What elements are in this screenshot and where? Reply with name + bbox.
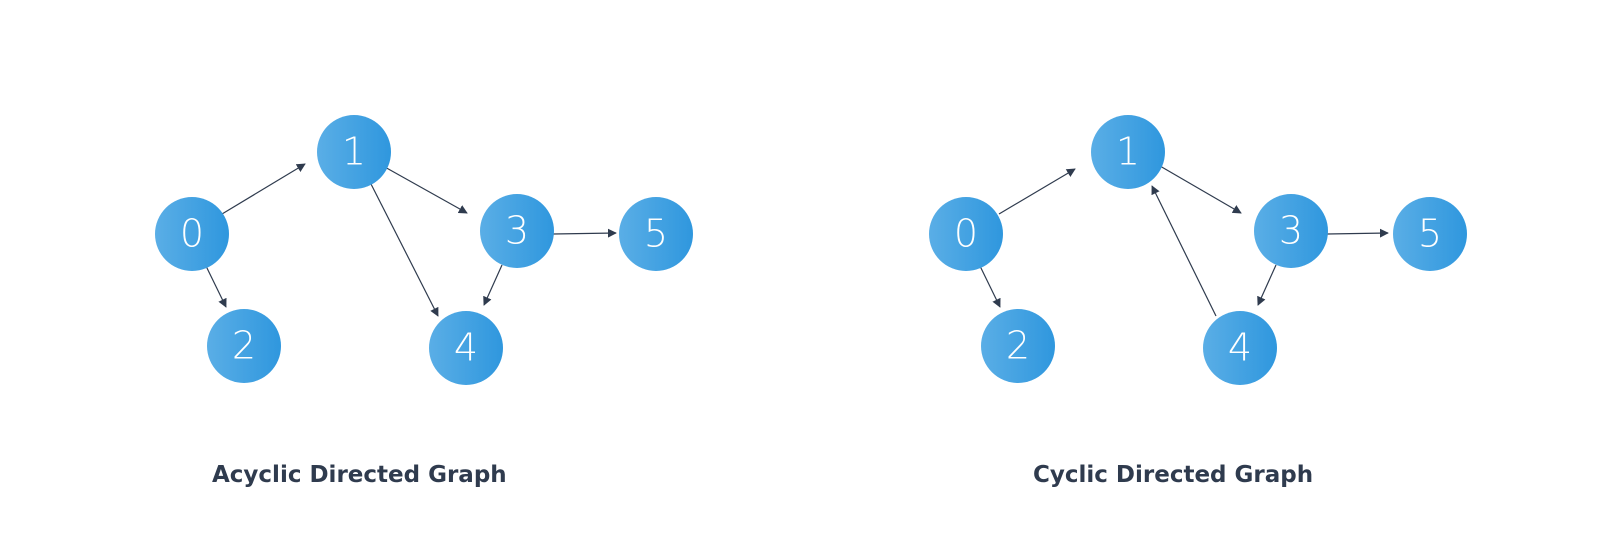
cyclic-node-label-1: 1 xyxy=(1116,130,1140,174)
acyclic-graph-title: Acyclic Directed Graph xyxy=(212,462,507,488)
cyclic-node-label-0: 0 xyxy=(954,212,978,256)
cyclic-node-0: 0 xyxy=(929,197,1003,271)
acyclic-node-0: 0 xyxy=(155,197,229,271)
acyclic-edge-3-5 xyxy=(552,228,617,238)
cyclic-edge-0-2 xyxy=(979,265,1001,308)
cyclic-graph-title: Cyclic Directed Graph xyxy=(1033,462,1313,488)
cyclic-node-label-5: 5 xyxy=(1418,212,1442,256)
acyclic-node-1: 1 xyxy=(317,115,391,189)
acyclic-node-label-5: 5 xyxy=(644,212,668,256)
acyclic-node-2: 2 xyxy=(207,309,281,383)
acyclic-edge-1-4 xyxy=(370,183,439,317)
acyclic-node-5: 5 xyxy=(619,197,693,271)
acyclic-edge-0-1 xyxy=(221,163,306,215)
cyclic-node-2: 2 xyxy=(981,309,1055,383)
acyclic-node-3: 3 xyxy=(480,194,554,268)
cyclic-edge-0-1 xyxy=(998,168,1076,215)
acyclic-node-label-2: 2 xyxy=(232,324,256,368)
cyclic-edge-4-1 xyxy=(1151,185,1217,317)
cyclic-node-label-4: 4 xyxy=(1228,326,1252,370)
cyclic-node-3: 3 xyxy=(1254,194,1328,268)
cyclic-node-1: 1 xyxy=(1091,115,1165,189)
cyclic-edge-3-5 xyxy=(1326,228,1389,238)
cyclic-node-4: 4 xyxy=(1203,311,1277,385)
cyclic-node-label-2: 2 xyxy=(1006,324,1030,368)
cyclic-edge-1-3 xyxy=(1159,165,1242,214)
acyclic-node-label-1: 1 xyxy=(342,130,366,174)
acyclic-node-4: 4 xyxy=(429,311,503,385)
cyclic-node-label-3: 3 xyxy=(1279,209,1303,253)
acyclic-edge-0-2 xyxy=(205,265,227,308)
acyclic-node-label-0: 0 xyxy=(180,212,204,256)
cyclic-graph-panel: 0 1 2 3 4 5 Cyclic Directed Graph xyxy=(929,115,1467,488)
acyclic-edge-1-3 xyxy=(382,165,468,214)
acyclic-node-label-3: 3 xyxy=(505,209,529,253)
acyclic-edges xyxy=(205,163,617,317)
cyclic-edge-3-4 xyxy=(1257,264,1277,306)
acyclic-node-label-4: 4 xyxy=(454,326,478,370)
acyclic-edge-3-4 xyxy=(483,264,503,306)
acyclic-graph-panel: 0 1 2 3 4 5 Acyclic Directed Graph xyxy=(155,115,693,488)
cyclic-node-5: 5 xyxy=(1393,197,1467,271)
cyclic-edges xyxy=(979,165,1389,317)
